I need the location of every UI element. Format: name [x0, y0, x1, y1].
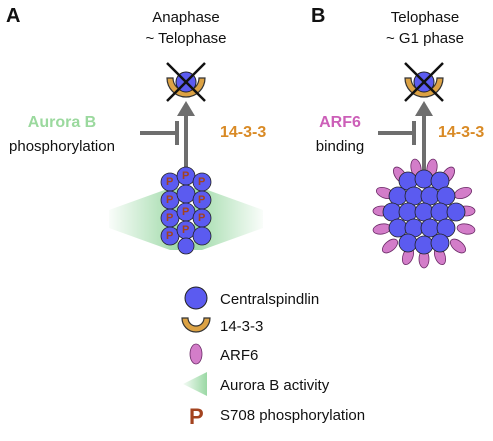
phospho-mark: P — [166, 176, 173, 188]
panel-a-1433-label: 14-3-3 — [220, 124, 266, 141]
phospho-mark: P — [166, 194, 173, 206]
legend-centralspindlin-icon — [184, 286, 208, 310]
panel-a: A Anaphase ~ Telophase 14-3-3 Aurora B p… — [6, 5, 266, 255]
phospho-mark: P — [166, 212, 173, 224]
legend-aurora-label: Aurora B activity — [220, 377, 330, 394]
panel-a-phospho-marks: P P P P P P P P P P — [166, 170, 205, 242]
panel-a-centralspindlin-cluster — [160, 166, 212, 255]
panel-a-inhibition — [140, 121, 179, 145]
legend-1433-icon — [181, 317, 211, 333]
panel-b: B Telophase ~ G1 phase 14-3-3 ARF6 bindi… — [311, 5, 484, 269]
legend-phospho-icon: P — [189, 404, 204, 429]
panel-b-regulator: ARF6 — [319, 114, 361, 131]
legend: Centralspindlin 14-3-3 ARF6 Aurora B act… — [181, 286, 365, 429]
panel-b-letter: B — [311, 5, 325, 27]
phospho-mark: P — [182, 224, 189, 236]
phospho-mark: P — [182, 170, 189, 182]
panel-b-inhibition — [378, 121, 416, 145]
panel-b-phase-line1: Telophase — [391, 9, 459, 26]
phospho-mark: P — [198, 212, 205, 224]
phospho-mark: P — [166, 230, 173, 242]
legend-centralspindlin-label: Centralspindlin — [220, 291, 319, 308]
panel-a-letter: A — [6, 5, 20, 27]
panel-a-regulator: Aurora B — [28, 114, 96, 131]
panel-b-arrow — [415, 101, 433, 170]
legend-aurora-icon — [183, 372, 207, 396]
panel-b-crossed-complex-icon — [404, 62, 444, 102]
panel-b-1433-label: 14-3-3 — [438, 124, 484, 141]
phospho-mark: P — [182, 206, 189, 218]
legend-1433-label: 14-3-3 — [220, 318, 263, 335]
panel-a-crossed-complex-icon — [166, 62, 206, 102]
panel-a-phase-line2: ~ Telophase — [145, 30, 226, 47]
panel-b-centralspindlin-cluster — [382, 169, 466, 255]
legend-s708-label: S708 phosphorylation — [220, 407, 365, 424]
panel-a-regulator-action: phosphorylation — [9, 138, 115, 155]
panel-b-phase-line2: ~ G1 phase — [386, 30, 464, 47]
panel-b-regulator-action: binding — [316, 138, 364, 155]
phospho-mark: P — [198, 194, 205, 206]
panel-a-phase-line1: Anaphase — [152, 9, 220, 26]
phospho-mark: P — [198, 176, 205, 188]
legend-arf6-icon — [189, 343, 203, 365]
legend-arf6-label: ARF6 — [220, 347, 258, 364]
